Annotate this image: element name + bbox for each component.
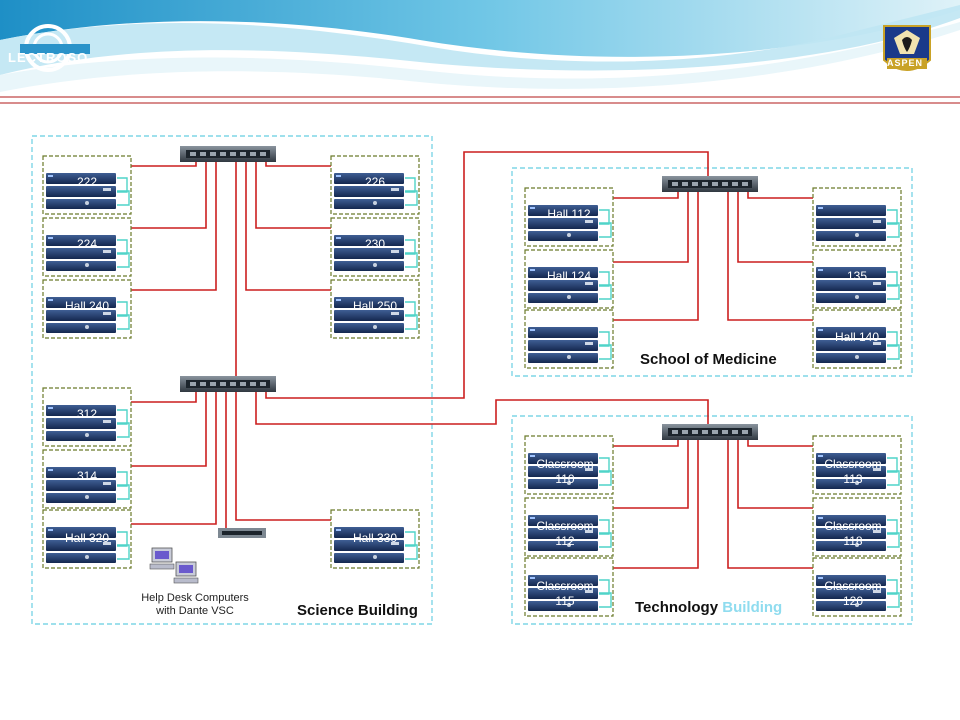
science-lower-switch xyxy=(180,376,276,392)
cable-226 xyxy=(265,160,350,167)
cable-222 xyxy=(116,162,197,167)
room-label-t113: Classroom 113 xyxy=(824,457,882,486)
cable-t120 xyxy=(727,438,834,569)
medicine-building-zone xyxy=(511,167,913,377)
helpdesk-caption: Help Desk Computers with Dante VSC xyxy=(120,592,270,618)
cable-320 xyxy=(116,392,217,525)
rack-medicine-right1 xyxy=(812,187,902,247)
technology-building-zone xyxy=(511,415,913,625)
science-building-zone xyxy=(31,135,433,625)
header-wave xyxy=(0,0,960,92)
room-label-320: Hall 320 xyxy=(64,531,110,545)
room-label-t115: Classroom 115 xyxy=(536,579,594,608)
aspen-logo xyxy=(883,25,931,71)
room-label-314: 314 xyxy=(76,469,98,483)
medicine-building-title: School of Medicine xyxy=(640,351,777,368)
cable-trunk-medicine xyxy=(265,151,709,399)
room-label-m140: Hall 140 xyxy=(834,330,880,344)
room-label-230: 230 xyxy=(364,237,386,251)
room-label-t120: Classroom 120 xyxy=(824,579,882,608)
cable-t113 xyxy=(747,438,834,447)
room-label-250: Hall 250 xyxy=(352,299,398,313)
cable-312 xyxy=(116,392,197,403)
room-label-m124: Hall 124 xyxy=(546,269,592,283)
aspen-logo-text: ASPEN xyxy=(887,58,924,68)
cable-m140 xyxy=(727,190,834,321)
cable-m124 xyxy=(598,190,689,263)
cable-m112 xyxy=(598,190,679,199)
technology-title-part2: Building xyxy=(722,599,783,616)
cable-t112 xyxy=(598,438,689,509)
computer-icon xyxy=(173,561,199,584)
helpdesk-caption-line2: with Dante VSC xyxy=(156,605,234,617)
technology-switch xyxy=(662,424,758,440)
cable-240 xyxy=(116,162,217,291)
cable-t110 xyxy=(598,438,679,447)
cable-t118 xyxy=(737,438,834,509)
lectrosonics-logo: LECTROSO xyxy=(8,50,89,65)
helpdesk-caption-line1: Help Desk Computers xyxy=(141,592,249,604)
cables xyxy=(116,151,834,569)
room-label-226: 226 xyxy=(364,175,386,189)
computer-icon xyxy=(149,547,175,570)
cable-230 xyxy=(255,162,350,229)
rack-medicine-third xyxy=(524,309,614,369)
science-building-title: Science Building xyxy=(297,602,418,619)
room-label-240: Hall 240 xyxy=(64,299,110,313)
cable-m-right1 xyxy=(747,190,834,199)
room-label-222: 222 xyxy=(76,175,98,189)
cable-250 xyxy=(245,162,350,291)
room-label-t110: Classroom 110 xyxy=(536,457,594,486)
cable-314 xyxy=(116,392,207,467)
cable-330 xyxy=(235,392,350,521)
room-label-m135: 135 xyxy=(846,269,868,283)
cable-224 xyxy=(116,162,207,229)
room-label-312: 312 xyxy=(76,407,98,421)
technology-building-title: Technology Building xyxy=(635,599,782,616)
cable-m-third xyxy=(598,190,699,321)
room-label-m112: Hall 112 xyxy=(547,207,591,221)
technology-title-part1: Technology xyxy=(635,599,723,616)
cable-t115 xyxy=(598,438,699,569)
helpdesk-switch xyxy=(218,528,266,538)
medicine-switch xyxy=(662,176,758,192)
cable-m135 xyxy=(737,190,834,263)
room-label-224: 224 xyxy=(76,237,98,251)
room-label-330: Hall 330 xyxy=(352,531,398,545)
room-label-t118: Classroom 118 xyxy=(824,519,882,548)
science-upper-switch xyxy=(180,146,276,162)
cable-trunk-technology xyxy=(255,392,709,426)
room-label-t112: Classroom 112 xyxy=(536,519,594,548)
